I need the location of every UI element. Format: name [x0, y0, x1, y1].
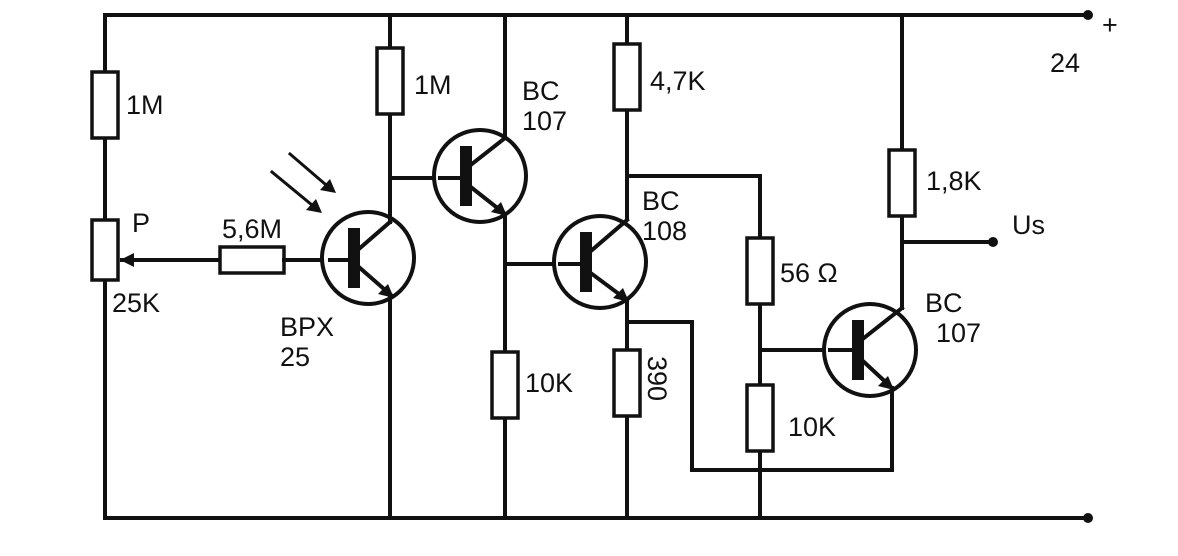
series-resistor-branch: [218, 245, 332, 275]
ground-terminal: [1083, 513, 1093, 523]
pot-branch: [90, 13, 222, 520]
light-arrow-1: [269, 169, 321, 213]
light-arrow-2: [287, 151, 335, 193]
t3-num-label: 108: [642, 216, 687, 246]
r-series-label: 5,6M: [222, 214, 282, 244]
t1-num-label: 25: [280, 342, 310, 372]
r-pot-top-label: 1M: [126, 90, 164, 120]
t2-type-label: BC: [522, 76, 560, 106]
output-terminal: [988, 237, 998, 247]
output-label: Us: [1012, 210, 1045, 240]
rails: [103, 10, 1093, 523]
resistor-5-6m: [218, 245, 286, 275]
t2-num-label: 107: [522, 106, 567, 136]
resistor-10k-t2-emitter: [490, 350, 520, 420]
supply-voltage-label: 24: [1050, 48, 1080, 78]
pot-name-label: P: [132, 208, 150, 238]
feedback-branch: [745, 174, 832, 520]
phototransistor-bpx25: [269, 151, 416, 306]
supply-plus-label: +: [1102, 10, 1118, 40]
t1-type-label: BPX: [280, 312, 334, 342]
transistor-t4-bc107: [822, 13, 998, 472]
potentiometer: [90, 218, 120, 282]
t4-num-label: 107: [936, 318, 981, 348]
pot-value-label: 25K: [112, 288, 160, 318]
resistor-1m-bias: [375, 46, 405, 116]
r-feedback-label: 56 Ω: [780, 258, 838, 288]
r-t3-collector-label: 4,7K: [650, 66, 706, 96]
r-t2-bias-label: 1M: [414, 70, 452, 100]
positive-terminal: [1083, 10, 1093, 20]
r-t3-emitter-label: 390: [642, 356, 672, 401]
r-t4-collector-label: 1,8K: [926, 166, 982, 196]
pot-wiper-arrow: [120, 253, 134, 267]
t4-type-label: BC: [925, 288, 963, 318]
resistor-56-ohm: [745, 236, 775, 306]
resistor-1-8k: [887, 148, 917, 218]
transistor-t3-bc108: [552, 13, 894, 520]
t2-bias-branch: [375, 13, 442, 520]
resistor-1m-left: [90, 70, 120, 140]
resistor-4-7k: [612, 42, 642, 112]
t3-type-label: BC: [642, 186, 680, 216]
r-t2-emitter-label: 10K: [525, 368, 573, 398]
resistor-10k-t4-base: [745, 383, 775, 453]
r-t4-base-label: 10K: [788, 412, 836, 442]
labels: + 24 1M P 25K 5,6M 1M BPX 25 BC 107 10K …: [112, 10, 1118, 442]
resistor-390: [612, 348, 642, 418]
transistor-t2-bc107: [432, 13, 562, 520]
